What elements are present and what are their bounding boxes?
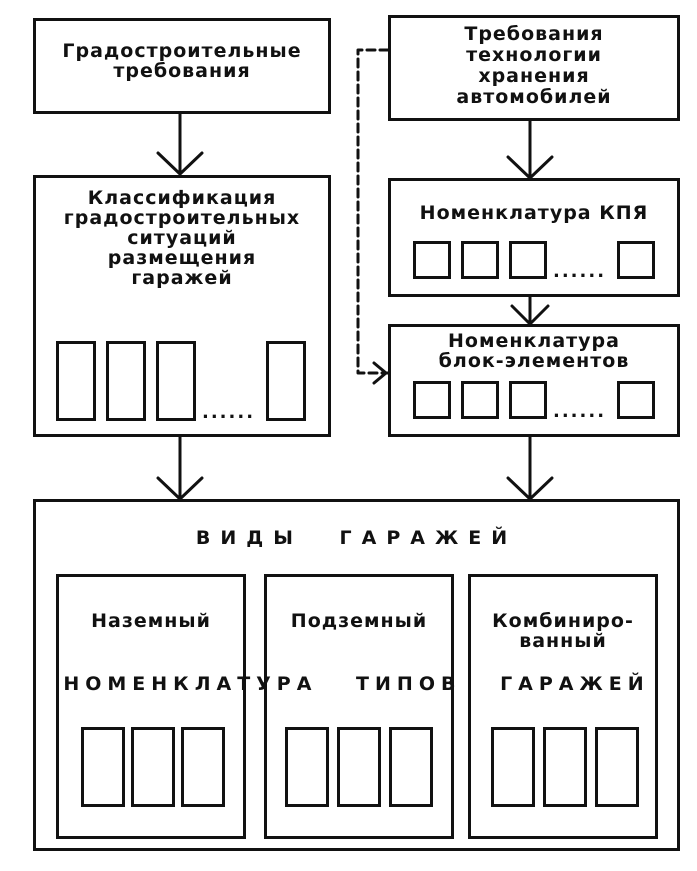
classification-cell <box>266 341 306 421</box>
classification-cell <box>106 341 146 421</box>
combined-type-cell <box>595 727 639 807</box>
block-element-cell <box>413 381 451 419</box>
classification-box: Классификация градостроительных ситуаций… <box>33 175 331 437</box>
underground-garage-label: Подземный <box>290 610 428 632</box>
storage-tech-label: Требования технологии хранения автомобил… <box>456 23 612 108</box>
block-elements-label: Номенклатура блок-элементов <box>438 330 630 372</box>
block-element-cell <box>509 381 547 419</box>
underground-type-cell <box>285 727 329 807</box>
kpa-cell <box>461 241 499 279</box>
underground-type-cell <box>389 727 433 807</box>
block-elements-box: Номенклатура блок-элементов ...... <box>388 324 680 437</box>
classification-label: Классификация градостроительных ситуаций… <box>63 187 301 289</box>
kpa-cell <box>413 241 451 279</box>
combined-type-cell <box>491 727 535 807</box>
urban-requirements-box: Градостроительные требования <box>33 18 331 114</box>
underground-type-cell <box>337 727 381 807</box>
block-element-cell <box>461 381 499 419</box>
combined-garage-column: Комбиниро- ванный <box>468 574 658 839</box>
classification-ellipsis: ...... <box>202 402 256 423</box>
combined-garage-label: Комбиниро- ванный <box>492 610 634 652</box>
types-nomenclature-label: НОМЕНКЛАТУРА ТИПОВ ГАРАЖЕЙ <box>63 673 650 695</box>
ground-garage-column: Наземный <box>56 574 246 839</box>
garage-types-title: ВИДЫ ГАРАЖЕЙ <box>195 527 518 549</box>
ground-type-cell <box>81 727 125 807</box>
garage-types-box: ВИДЫ ГАРАЖЕЙ Наземный Подземный Комбинир… <box>33 499 680 851</box>
underground-garage-column: Подземный <box>264 574 454 839</box>
kpa-label: Номенклатура КПЯ <box>419 202 649 224</box>
kpa-cell <box>509 241 547 279</box>
storage-tech-box: Требования технологии хранения автомобил… <box>388 15 680 121</box>
ground-type-cell <box>181 727 225 807</box>
kpa-ellipsis: ...... <box>553 261 607 282</box>
ground-type-cell <box>131 727 175 807</box>
block-elements-ellipsis: ...... <box>553 401 607 422</box>
urban-requirements-label: Градостроительные требования <box>62 40 302 82</box>
block-element-cell <box>617 381 655 419</box>
ground-garage-label: Наземный <box>91 610 211 632</box>
classification-cell <box>156 341 196 421</box>
combined-type-cell <box>543 727 587 807</box>
kpa-cell <box>617 241 655 279</box>
kpa-box: Номенклатура КПЯ ...... <box>388 178 680 297</box>
classification-cell <box>56 341 96 421</box>
feedback-line <box>356 48 390 375</box>
